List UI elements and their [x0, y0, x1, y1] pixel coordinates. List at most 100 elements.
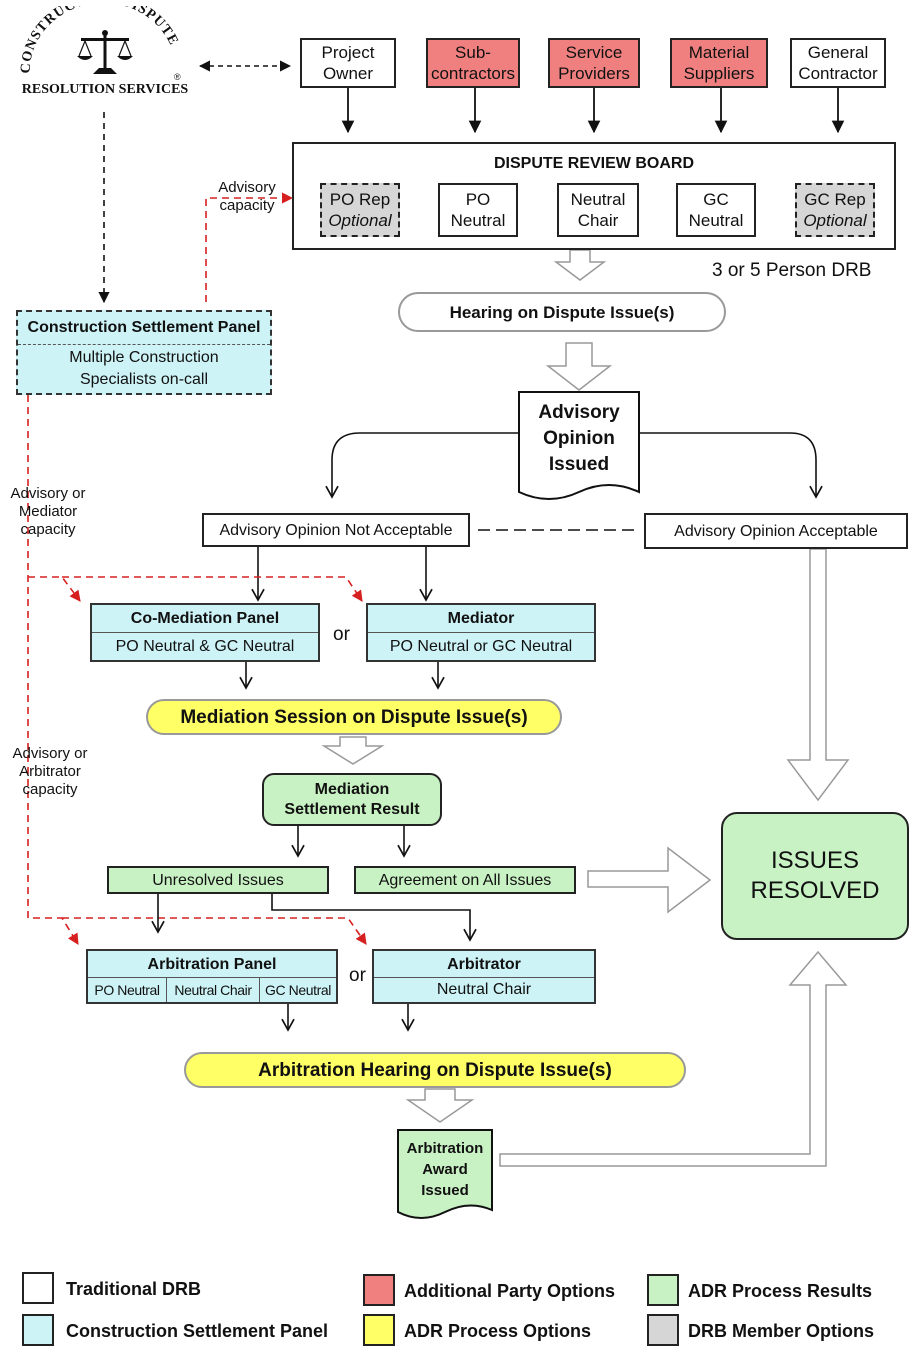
- legend-swatch-traditional: [22, 1272, 54, 1304]
- construction-settlement-panel: Construction Settlement Panel Multiple C…: [16, 310, 272, 395]
- party-line1: Service: [565, 43, 623, 62]
- award-shape: [397, 1129, 493, 1219]
- legend-label: ADR Process Results: [688, 1281, 873, 1301]
- party-general-contractor: General Contractor: [790, 38, 886, 88]
- result-line: Settlement Result: [284, 800, 420, 818]
- csp-title: Construction Settlement Panel: [18, 312, 270, 345]
- arbitration-cell: PO Neutral: [88, 978, 167, 1002]
- mediation-session: Mediation Session on Dispute Issue(s): [146, 699, 562, 735]
- legend-swatch-results: [647, 1274, 679, 1306]
- member-line1: GC: [703, 190, 729, 209]
- mediator-panel: Mediator PO Neutral or GC Neutral: [366, 603, 596, 662]
- legend-label: DRB Member Options: [688, 1321, 875, 1341]
- legend-swatch-member-options: [647, 1314, 679, 1346]
- scales-of-justice-icon: [77, 30, 133, 74]
- label-line: Advisory or: [12, 745, 88, 762]
- member-line2: Optional: [803, 211, 867, 230]
- agreement-on-all-issues: Agreement on All Issues: [354, 866, 576, 894]
- arbitration-panel-title: Arbitration Panel: [88, 951, 336, 978]
- hollow-arrow-3: [321, 736, 385, 765]
- label-line: capacity: [219, 197, 275, 214]
- arbitration-cell: GC Neutral: [264, 982, 332, 998]
- member-line1: PO Rep: [329, 190, 391, 209]
- unresolved-issues: Unresolved Issues: [107, 866, 329, 894]
- advisory-mediator-label: Advisory or Mediator capacity: [4, 485, 92, 539]
- advisory-opinion-shape: [518, 391, 640, 500]
- or-label-mediation: or: [333, 624, 350, 645]
- resolved-line: ISSUES: [770, 847, 860, 874]
- hollow-arrow-accepted: [786, 548, 850, 802]
- drb-member-gc-rep: GC Rep Optional: [795, 183, 875, 237]
- csp-line1: Multiple Construction: [69, 349, 219, 366]
- hollow-arrow-award: [499, 950, 848, 1167]
- label-line: Arbitrator: [19, 763, 81, 780]
- party-service-providers: Service Providers: [548, 38, 640, 88]
- party-line2: Owner: [322, 64, 374, 83]
- party-line1: Sub-: [455, 43, 491, 62]
- legend-swatch-csp: [22, 1314, 54, 1346]
- award-line: Award: [422, 1160, 468, 1178]
- csp-drb-advisory-link: [205, 192, 294, 302]
- drb-member-neutral-chair: Neutral Chair: [557, 183, 639, 237]
- label-line: Advisory or: [10, 485, 86, 502]
- drb-member-gc-neutral: GC Neutral: [676, 183, 756, 237]
- advisory-arbitrator-label: Advisory or Arbitrator capacity: [6, 745, 94, 799]
- party-line2: Contractor: [798, 64, 878, 83]
- advisory-capacity-label: Advisory capacity: [212, 179, 282, 215]
- hollow-arrow-agreement: [587, 846, 712, 914]
- legend-label: Traditional DRB: [66, 1279, 202, 1299]
- mediator-title: Mediator: [368, 605, 594, 633]
- arbitrator-title: Arbitrator: [374, 951, 594, 978]
- hollow-arrow-2: [545, 342, 613, 391]
- label-line: capacity: [20, 521, 76, 538]
- award-line: Arbitration: [406, 1139, 484, 1157]
- advisory-opinion-issued: Advisory Opinion Issued: [519, 398, 639, 480]
- party-subcontractors: Sub- contractors: [426, 38, 520, 88]
- drb-size-note: 3 or 5 Person DRB: [712, 260, 872, 281]
- member-line2: Chair: [577, 211, 619, 230]
- party-line1: General: [807, 43, 869, 62]
- award-line: Issued: [421, 1181, 469, 1199]
- label-line: Advisory: [218, 179, 276, 196]
- company-logo: CONSTRUCTION DISPUTE ® RESOLUTION SERVIC…: [18, 6, 190, 102]
- party-material-suppliers: Material Suppliers: [670, 38, 768, 88]
- drb-title: DISPUTE REVIEW BOARD: [493, 155, 694, 172]
- co-mediation-panel: Co-Mediation Panel PO Neutral & GC Neutr…: [90, 603, 320, 662]
- arbitrator-panel: Arbitrator Neutral Chair: [372, 949, 596, 1004]
- or-label-arbitration: or: [349, 965, 366, 986]
- result-line: Mediation: [314, 780, 390, 798]
- logo-subtitle: RESOLUTION SERVICES: [21, 82, 189, 97]
- member-line2: Optional: [328, 211, 392, 230]
- registered-mark: ®: [174, 72, 181, 82]
- member-line2: Neutral: [450, 211, 506, 230]
- party-line2: Providers: [558, 64, 630, 83]
- party-line1: Project: [321, 43, 375, 62]
- arbitrator-sub: Neutral Chair: [436, 981, 532, 998]
- party-line2: Suppliers: [683, 64, 755, 83]
- csp-line2: Specialists on-call: [79, 371, 209, 388]
- member-line1: GC Rep: [804, 190, 866, 209]
- member-line2: Neutral: [688, 211, 744, 230]
- party-project-owner: Project Owner: [300, 38, 396, 88]
- legend-swatch-additional: [363, 1274, 395, 1306]
- ao-line: Opinion: [543, 428, 615, 449]
- arbitration-hearing: Arbitration Hearing on Dispute Issue(s): [184, 1052, 686, 1088]
- legend-label: Construction Settlement Panel: [66, 1321, 329, 1341]
- label-line: Mediator: [18, 503, 78, 520]
- ao-line: Advisory: [538, 402, 620, 423]
- co-mediation-sub: PO Neutral & GC Neutral: [115, 638, 295, 655]
- party-line1: Material: [688, 43, 750, 62]
- advisory-opinion-not-acceptable: Advisory Opinion Not Acceptable: [202, 513, 470, 547]
- arbitration-cell: Neutral Chair: [167, 978, 260, 1002]
- resolved-line: RESOLVED: [750, 877, 880, 904]
- label-line: capacity: [22, 781, 78, 798]
- arbitration-panel-cells: PO Neutral Neutral Chair GC Neutral: [88, 978, 336, 1002]
- member-line1: PO: [465, 190, 491, 209]
- member-line1: Neutral: [570, 190, 626, 209]
- legend-label: Additional Party Options: [404, 1281, 616, 1301]
- issues-resolved: ISSUES RESOLVED: [721, 812, 909, 940]
- co-mediation-title: Co-Mediation Panel: [92, 605, 318, 633]
- mediator-sub: PO Neutral or GC Neutral: [389, 638, 573, 655]
- hollow-arrow-1: [553, 249, 607, 281]
